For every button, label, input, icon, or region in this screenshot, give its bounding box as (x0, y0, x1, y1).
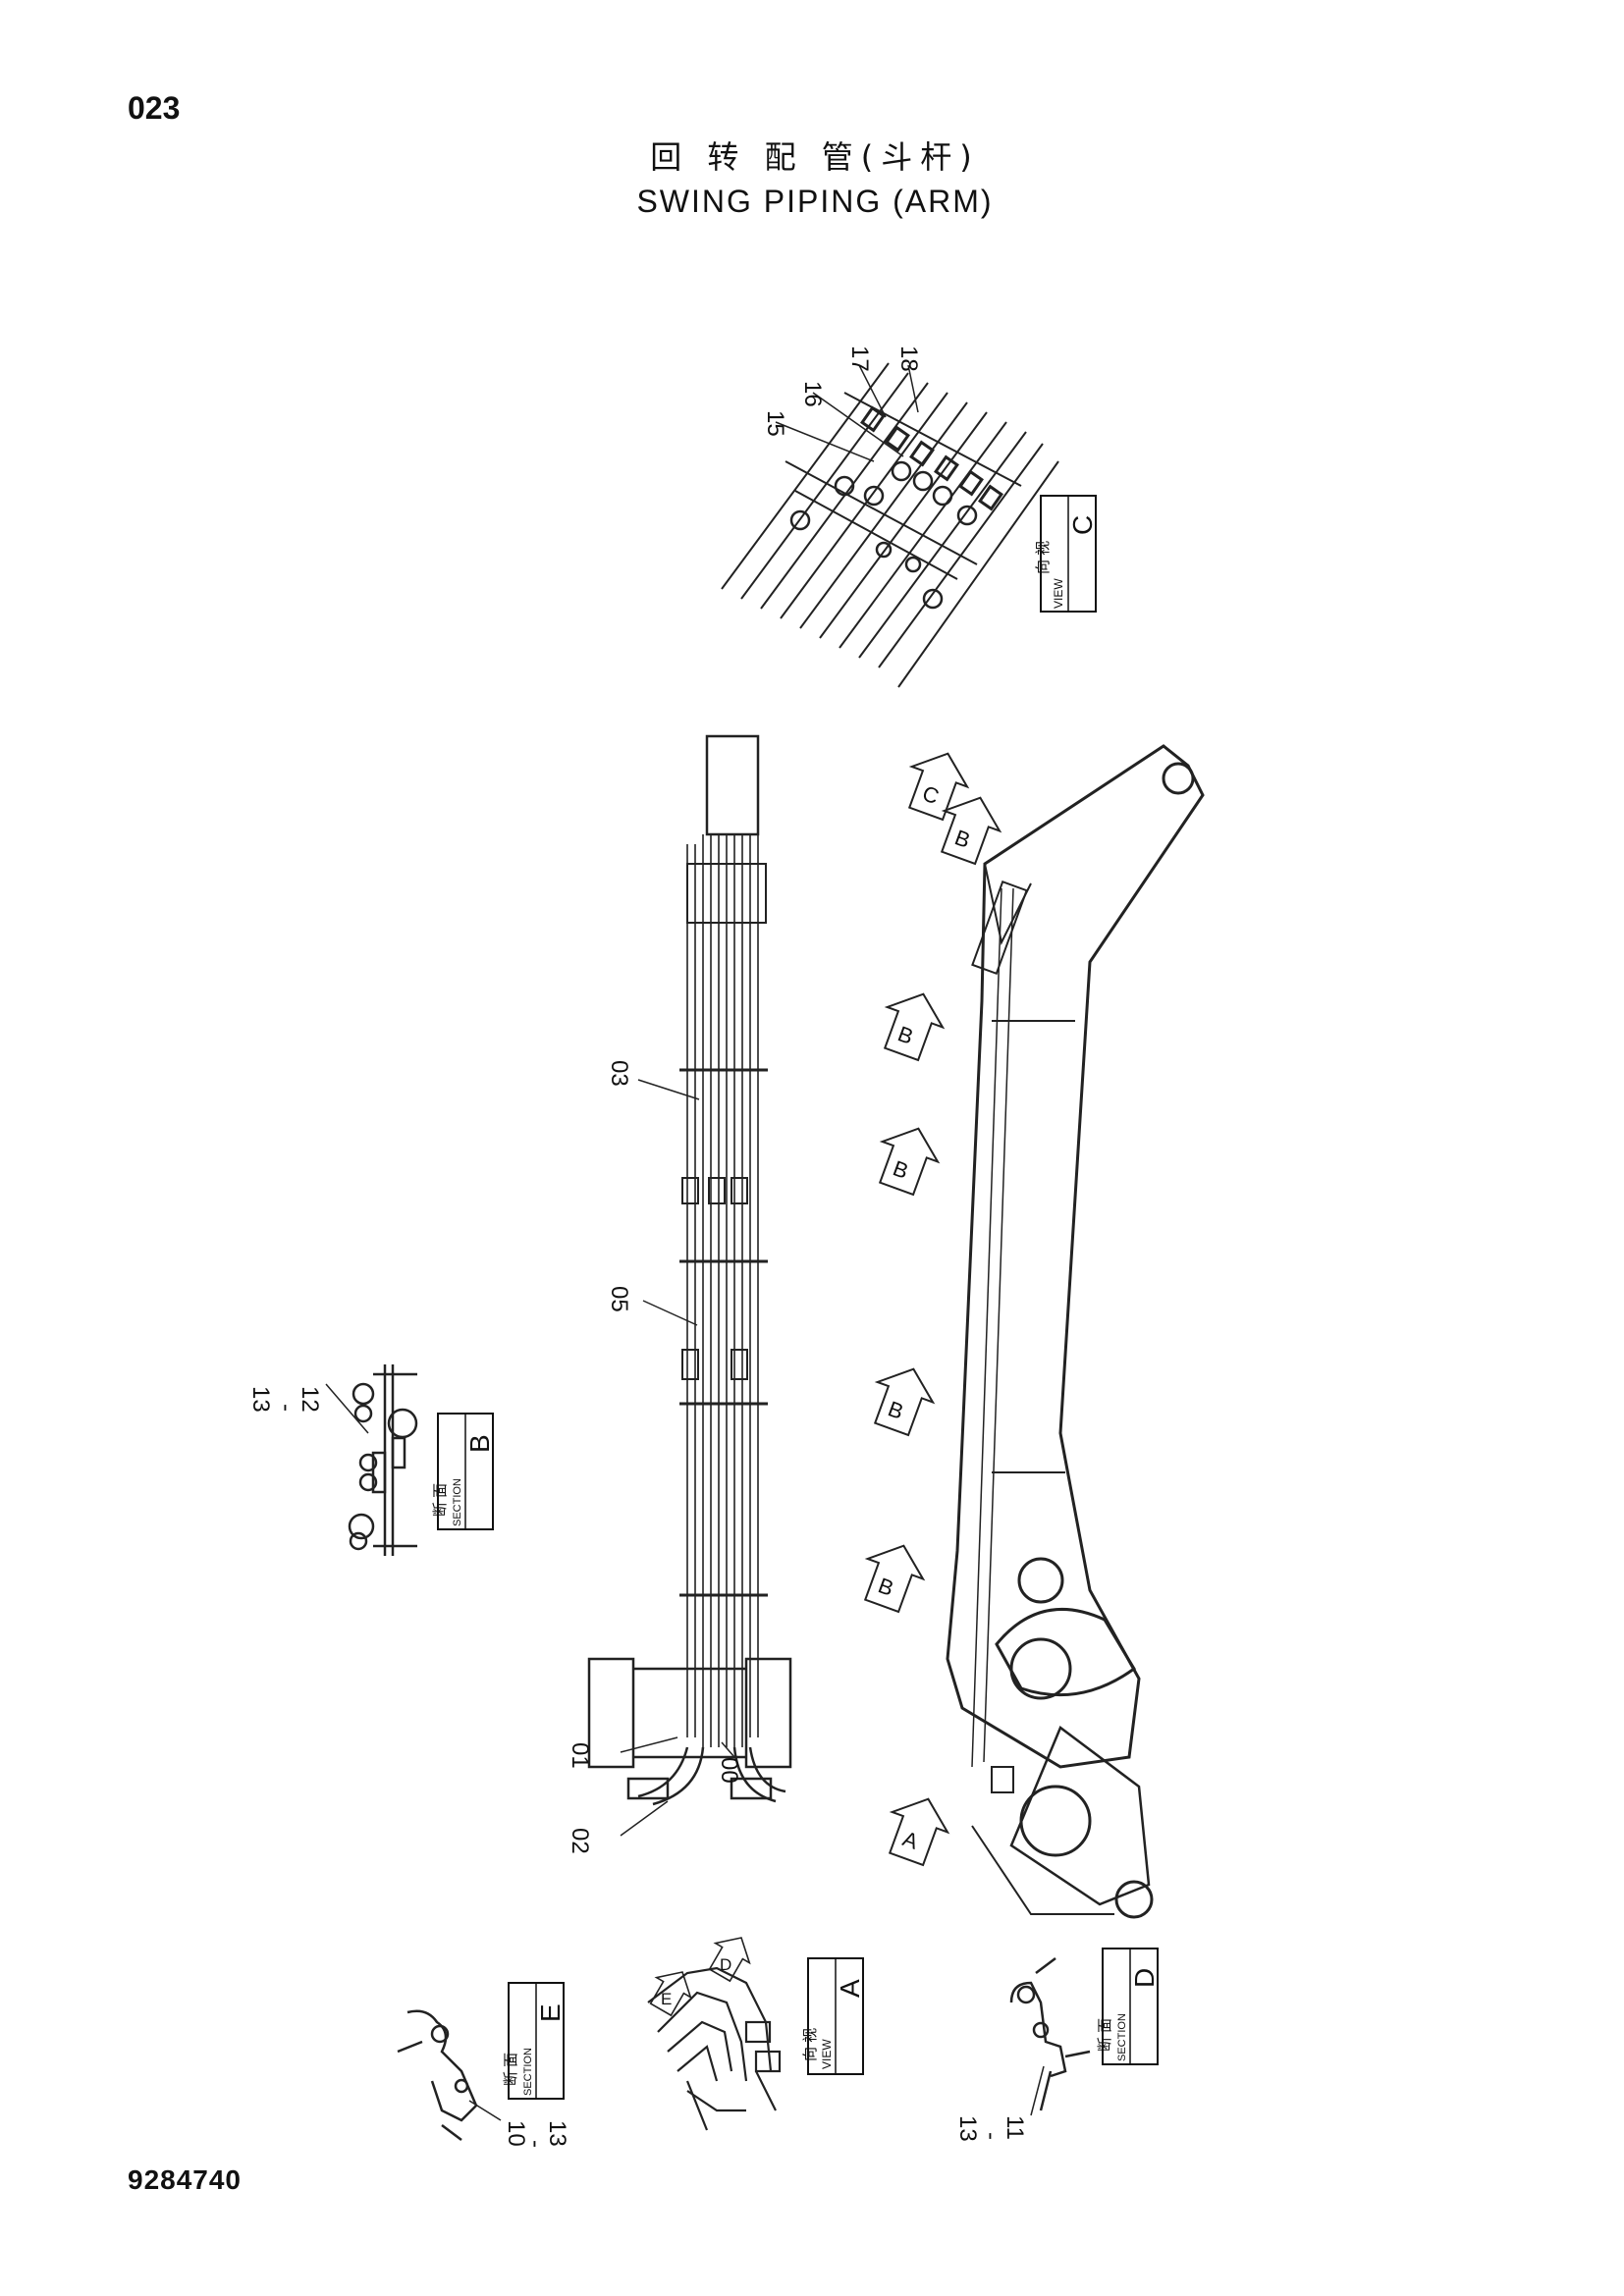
label-12: 12 (297, 1386, 323, 1413)
label-13-d: 13 (954, 2115, 981, 2142)
section-b-en: SECTION (452, 1478, 463, 1526)
arrow-b-5: B (863, 1544, 926, 1614)
dash-d: - (978, 2132, 1004, 2140)
view-a-en: VIEW (820, 2039, 834, 2069)
section-e-detail: 10 - 13 断 面 SECTION E (397, 1982, 570, 2148)
section-d-letter: D (1129, 1968, 1160, 1988)
view-c-label-box: 向 视 VIEW C (1035, 495, 1098, 613)
label-16: 16 (799, 381, 826, 407)
arrow-d: D (708, 1937, 751, 1983)
title-english: SWING PIPING (ARM) (636, 184, 994, 219)
page-code: 023 (128, 90, 181, 126)
arrow-b4-letter: B (885, 1396, 906, 1424)
arrow-b-4: B (873, 1367, 936, 1437)
section-b-letter: B (464, 1434, 495, 1453)
label-00: 00 (716, 1757, 742, 1784)
arm-body (946, 744, 1205, 1919)
arrow-a: A (888, 1797, 950, 1867)
view-c-letter: C (1067, 515, 1098, 535)
label-13-b: 13 (247, 1386, 274, 1413)
section-d-en: SECTION (1116, 2013, 1128, 2061)
arrow-b-2: B (883, 992, 946, 1062)
arrow-b2-letter: B (894, 1021, 916, 1049)
arrow-c: C (907, 752, 970, 822)
section-d-label-box: 断 面 SECTION D (1097, 1948, 1160, 2065)
label-10: 10 (503, 2120, 529, 2147)
arrow-c-letter: C (919, 780, 943, 809)
title-block: 回 转 配 管(斗杆) SWING PIPING (ARM) (530, 135, 1100, 224)
arrow-b1-letter: B (951, 825, 973, 853)
section-e-label-box: 断 面 SECTION E (503, 1982, 566, 2100)
section-e-en: SECTION (522, 2048, 534, 2096)
section-d-detail: 13 - 11 断 面 SECTION D (954, 1948, 1160, 2142)
view-c-en: VIEW (1052, 578, 1065, 609)
label-05: 05 (606, 1286, 632, 1312)
arrow-b-3: B (878, 1127, 941, 1197)
pipe-bundle: 03 05 01 00 02 (567, 734, 792, 1854)
arrow-e-letter: E (661, 1990, 672, 2008)
dash-b: - (273, 1404, 299, 1412)
arrow-d-letter: D (720, 1955, 731, 1974)
view-a-letter: A (835, 1979, 865, 1998)
label-13-e: 13 (544, 2120, 570, 2147)
view-a-detail: E D 向 视 VIEW A (647, 1937, 865, 2131)
arrow-a-letter: A (899, 1826, 922, 1854)
section-e-cn: 断 面 (503, 2053, 519, 2086)
label-03: 03 (606, 1060, 632, 1087)
section-b-label-box: 断 面 SECTION B (432, 1413, 495, 1530)
view-c-detail: 15 16 17 18 向 视 VIEW C (721, 346, 1098, 688)
dash-e: - (522, 2140, 549, 2148)
label-17: 17 (846, 346, 873, 372)
arrow-e: E (649, 1971, 692, 2017)
label-02: 02 (567, 1828, 593, 1854)
title-chinese: 回 转 配 管(斗杆) (650, 138, 980, 176)
section-b-detail: 13 - 12 断 面 SECTION B (247, 1364, 495, 1556)
view-c-cn: 向 视 (1035, 541, 1052, 574)
label-01: 01 (567, 1742, 593, 1769)
label-18: 18 (895, 346, 922, 372)
section-d-cn: 断 面 (1097, 2018, 1113, 2052)
section-e-letter: E (535, 2003, 566, 2022)
label-11: 11 (1001, 2115, 1028, 2140)
view-a-cn: 向 视 (802, 2028, 819, 2061)
section-b-cn: 断 面 (432, 1483, 449, 1517)
label-15: 15 (762, 410, 788, 437)
arrow-b5-letter: B (875, 1573, 896, 1601)
view-a-label-box: 向 视 VIEW A (802, 1957, 865, 2075)
arrow-b3-letter: B (890, 1155, 911, 1184)
document-number: 9284740 (128, 2164, 243, 2195)
